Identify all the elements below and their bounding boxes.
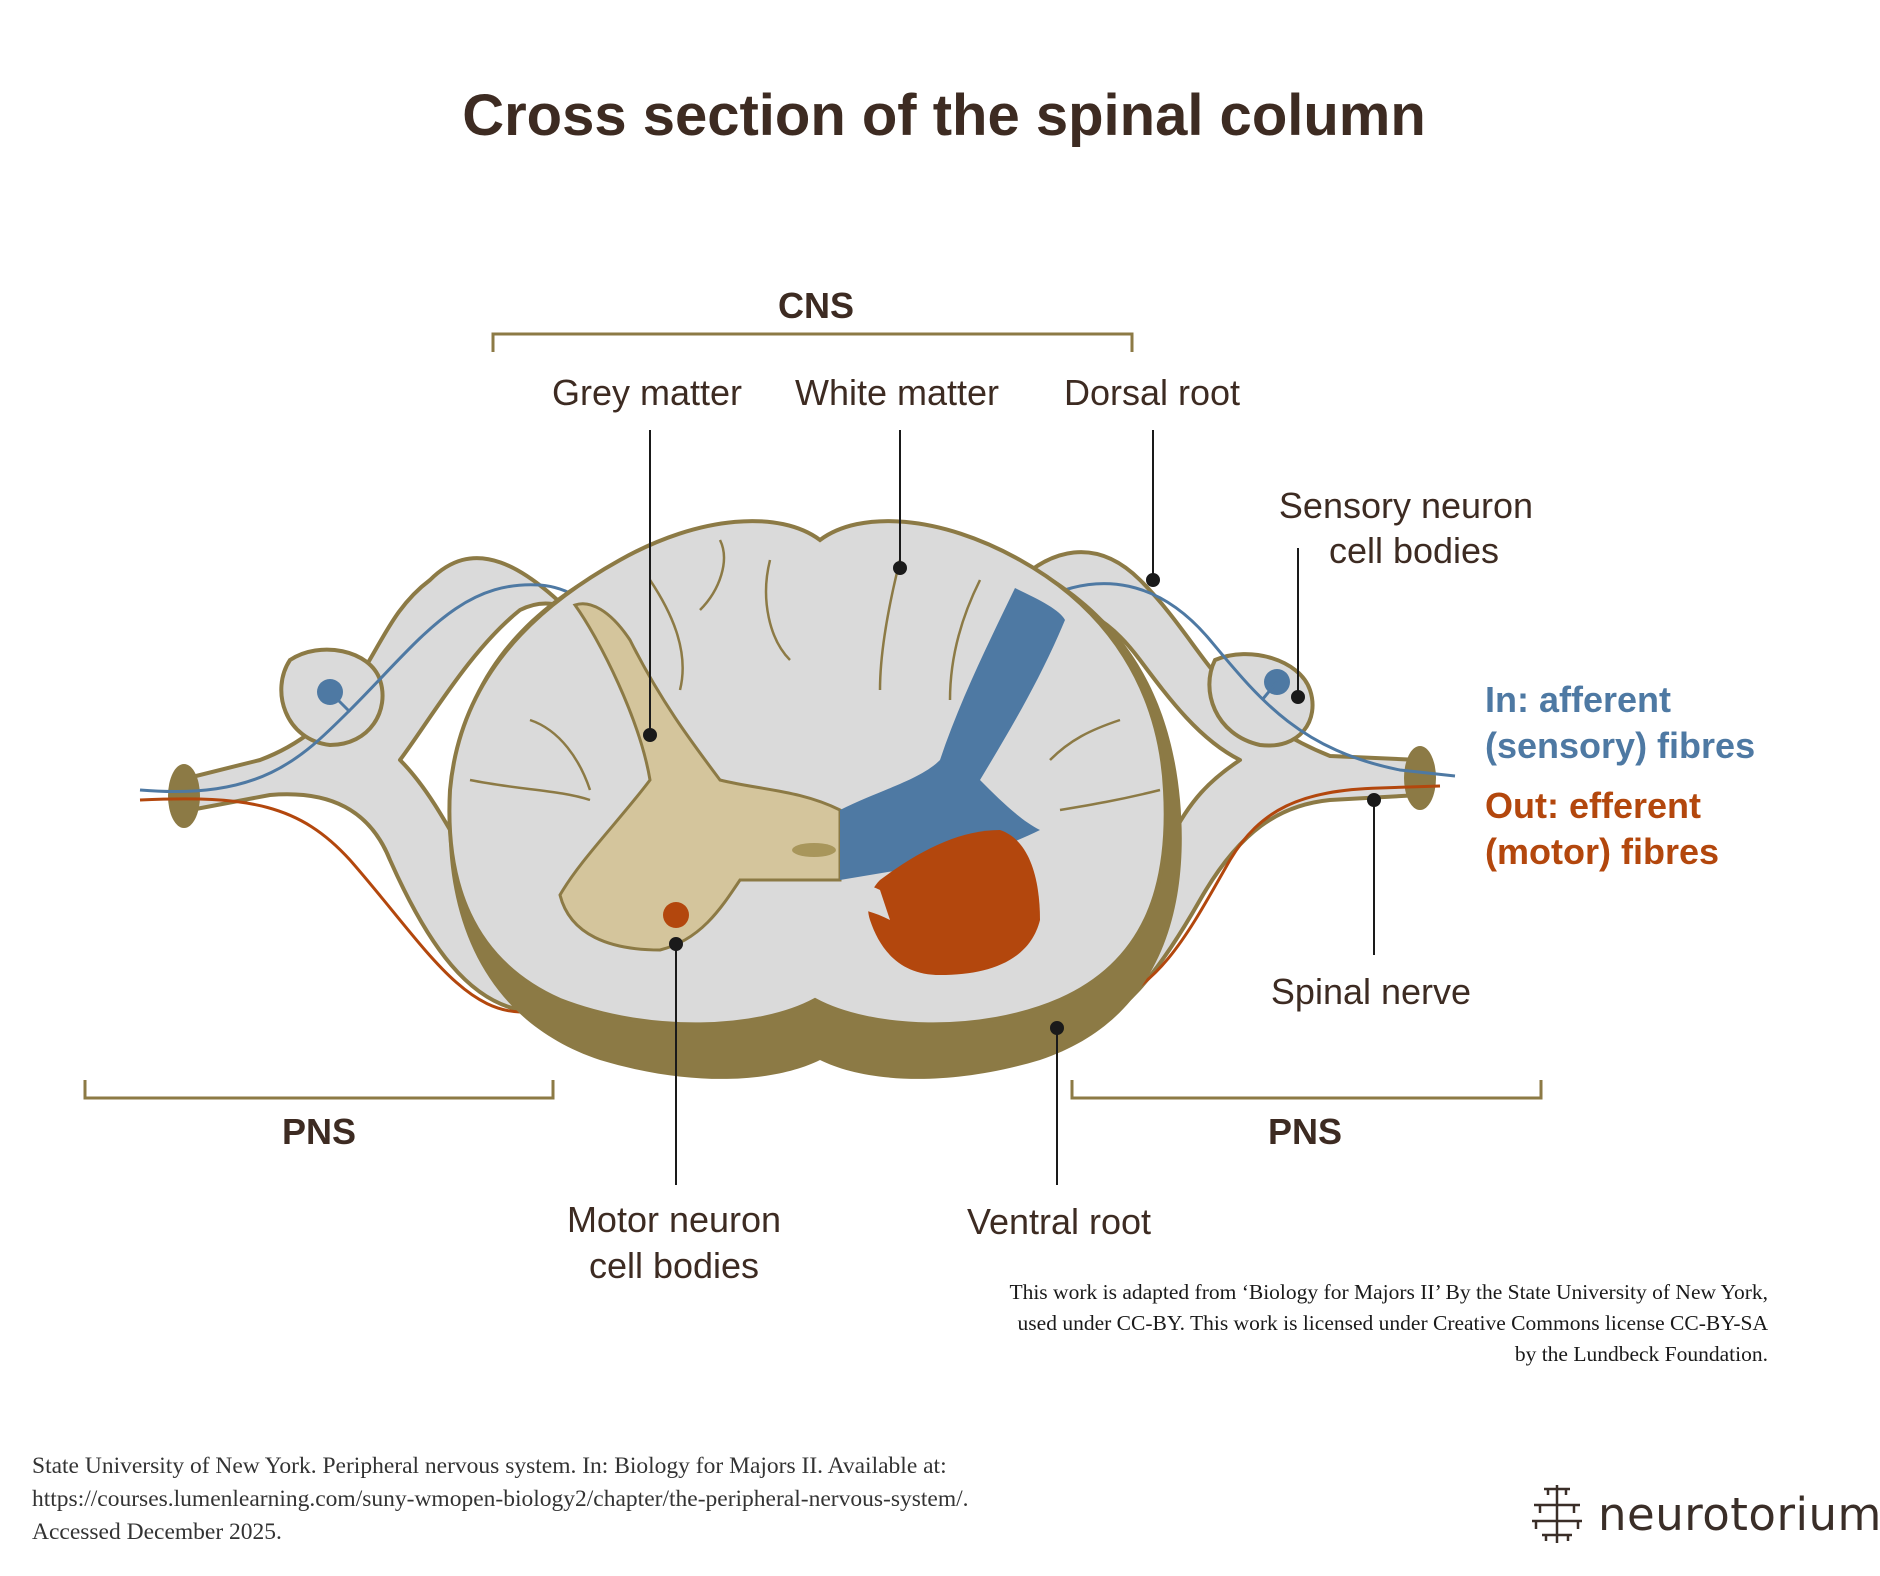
label-motor-neuron-line1: Motor neuron (567, 1199, 781, 1240)
pns-label-left: PNS (282, 1111, 356, 1152)
reference-line-3: Accessed December 2025. (32, 1519, 282, 1545)
cns-bracket (491, 332, 1134, 352)
label-white-matter: White matter (795, 372, 999, 413)
cns-label: CNS (778, 285, 854, 326)
pns-bracket-right (1070, 1080, 1543, 1100)
legend-afferent-line1: In: afferent (1485, 679, 1671, 720)
label-sensory-neuron-line2: cell bodies (1329, 530, 1499, 571)
legend-efferent-line2: (motor) fibres (1485, 831, 1719, 872)
legend-efferent-line1: Out: efferent (1485, 785, 1701, 826)
license-credit: This work is adapted from ‘Biology for M… (1009, 1280, 1768, 1366)
reference-url[interactable]: https://courses.lumenlearning.com/suny-w… (32, 1486, 969, 1512)
label-motor-neuron-line2: cell bodies (589, 1245, 759, 1286)
label-dorsal-root: Dorsal root (1064, 372, 1240, 413)
label-grey-matter: Grey matter (552, 372, 742, 413)
leader-lines (643, 430, 1381, 1185)
pns-label-right: PNS (1268, 1111, 1342, 1152)
label-ventral-root: Ventral root (967, 1201, 1151, 1242)
pns-bracket-left (83, 1080, 555, 1100)
label-sensory-neuron-line1: Sensory neuron (1279, 485, 1533, 526)
legend-afferent-line2: (sensory) fibres (1485, 725, 1755, 766)
neurotorium-wordmark: neurotorium (1598, 1487, 1880, 1541)
reference-citation: State University of New York. Peripheral… (32, 1450, 1182, 1549)
reference-line-1: State University of New York. Peripheral… (32, 1453, 947, 1479)
spinal-cord-cross-section (447, 519, 1182, 1079)
label-spinal-nerve: Spinal nerve (1271, 971, 1471, 1012)
neurotorium-logo: neurotorium (1528, 1478, 1880, 1550)
page-title: Cross section of the spinal column (462, 83, 1426, 148)
neurotorium-logo-icon (1532, 1485, 1582, 1543)
